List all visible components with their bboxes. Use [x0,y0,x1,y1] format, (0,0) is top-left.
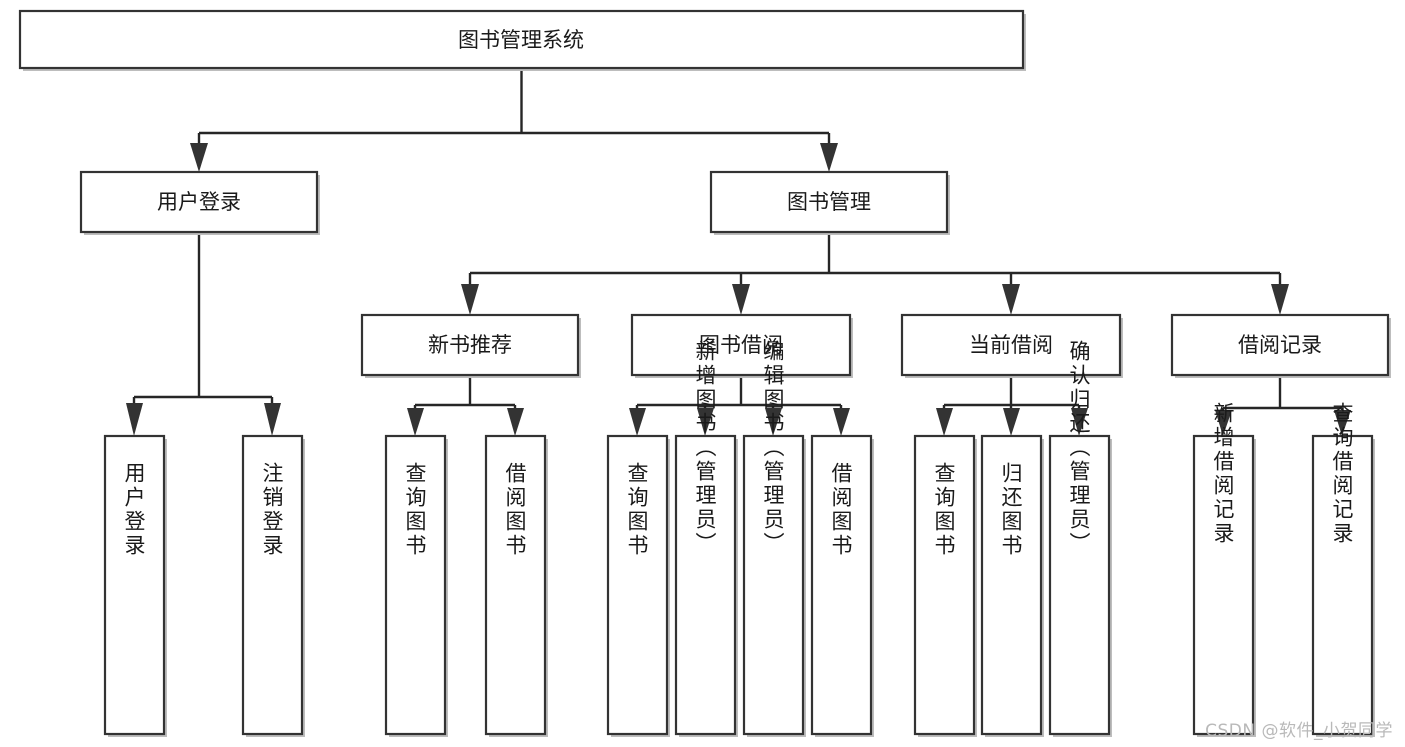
watermark-label: CSDN @软件_小贺同学 [1205,721,1393,741]
arrow-head-book-manage [820,143,838,172]
node-book-manage-label: 图书管理 [787,190,871,214]
arrow-head-leaf-query-book-borrow [629,408,646,436]
node-leaf-borrow-book-box [810,434,873,736]
node-root-box [18,9,1025,70]
node-leaf-add-record[interactable]: 新增借阅记录 [1192,402,1256,737]
node-leaf-logout[interactable]: 注销登录 [241,434,305,737]
node-leaf-add-book[interactable]: 新增图书（管理员） [674,340,738,737]
node-leaf-borrow-book-rec[interactable]: 借阅图书 [484,434,548,737]
connector-group-current-borrow-to-leaves [936,375,1088,436]
arrow-head-user-login [190,143,208,172]
node-leaf-borrow-book-rec-label: 借阅图书 [503,462,527,558]
arrow-head-leaf-confirm-return [1071,408,1088,436]
arrow-head-leaf-edit-book [765,408,782,436]
node-new-book-recommend-box [360,313,580,377]
arrow-head-leaf-user-login [126,403,143,436]
arrow-head-leaf-borrow-book-rec [507,408,524,436]
node-leaf-borrow-book-rec-box [484,434,547,736]
node-leaf-borrow-book[interactable]: 借阅图书 [810,434,874,737]
connector-group-root-to-level2 [190,68,838,172]
node-new-book-recommend-label: 新书推荐 [428,333,512,357]
node-leaf-add-book-box [674,434,737,736]
node-user-login-box [79,170,319,234]
arrow-head-leaf-add-record [1215,410,1232,436]
node-leaf-query-book-cur-box [913,434,976,736]
node-leaf-query-record-box [1311,434,1374,736]
node-leaf-user-login[interactable]: 用户登录 [103,434,167,737]
node-borrow-record-label: 借阅记录 [1238,333,1322,357]
node-leaf-return-book[interactable]: 归还图书 [980,434,1044,737]
node-root[interactable]: 图书管理系统 [18,9,1026,71]
arrow-head-leaf-return-book [1003,408,1020,436]
node-current-borrow[interactable]: 当前借阅 [900,313,1123,378]
node-book-manage[interactable]: 图书管理 [709,170,950,235]
arrow-head-book-borrow [732,284,750,315]
node-user-login[interactable]: 用户登录 [79,170,320,235]
node-new-book-recommend[interactable]: 新书推荐 [360,313,581,378]
arrow-head-leaf-borrow-book [833,408,850,436]
node-leaf-add-record-label: 新增借阅记录 [1211,402,1235,546]
node-leaf-edit-book-box [742,434,805,736]
node-book-manage-box [709,170,949,234]
node-leaf-confirm-return-label: 确认归还（管理员） [1067,340,1091,556]
node-leaf-edit-book[interactable]: 编辑图书（管理员） [742,340,806,737]
node-leaf-return-book-box [980,434,1043,736]
node-leaf-query-record-label: 查询借阅记录 [1330,402,1354,546]
node-leaf-query-book-rec-box [384,434,447,736]
arrow-head-leaf-query-book-rec [407,408,424,436]
node-leaf-add-book-label: 新增图书（管理员） [693,340,717,556]
node-current-borrow-label: 当前借阅 [969,333,1053,357]
node-borrow-record-box [1170,313,1390,377]
node-leaf-query-record[interactable]: 查询借阅记录 [1311,402,1375,737]
node-borrow-record[interactable]: 借阅记录 [1170,313,1391,378]
node-leaf-edit-book-label: 编辑图书（管理员） [761,340,785,556]
arrow-head-current-borrow [1002,284,1020,315]
connector-group-book-borrow-to-leaves [629,375,850,436]
node-leaf-logout-label: 注销登录 [260,462,284,558]
node-book-borrow-label: 图书借阅 [699,333,783,357]
node-book-borrow[interactable]: 图书借阅 [630,313,853,378]
node-leaf-query-book-cur[interactable]: 查询图书 [913,434,977,737]
node-leaf-add-record-box [1192,434,1255,736]
node-root-label: 图书管理系统 [458,28,584,52]
node-leaf-borrow-book-label: 借阅图书 [829,462,853,558]
node-leaf-return-book-label: 归还图书 [999,462,1023,558]
node-leaf-confirm-return-box [1048,434,1111,736]
node-leaf-confirm-return[interactable]: 确认归还（管理员） [1048,340,1112,737]
connector-group-book-manage-to-level3 [461,232,1289,315]
node-leaf-user-login-label: 用户登录 [122,462,146,558]
node-book-borrow-box [630,313,852,377]
arrow-head-leaf-logout [264,403,281,436]
node-user-login-label: 用户登录 [157,190,241,214]
connector-group-user-login-to-leaves [126,232,281,436]
arrow-head-borrow-record [1271,284,1289,315]
connector-group-new-book-recommend-to-leaves [407,375,524,436]
node-leaf-query-book-rec-label: 查询图书 [403,462,427,558]
arrow-head-leaf-query-book-cur [936,408,953,436]
connector-group-borrow-record-to-leaves [1215,375,1351,436]
arrow-head-new-book-recommend [461,284,479,315]
node-leaf-query-book-rec[interactable]: 查询图书 [384,434,448,737]
arrow-head-leaf-add-book [697,408,714,436]
arrow-head-leaf-query-record [1334,410,1351,436]
node-leaf-query-book-borrow-box [606,434,669,736]
node-current-borrow-box [900,313,1122,377]
node-leaf-query-book-cur-label: 查询图书 [932,462,956,558]
node-leaf-query-book-borrow-label: 查询图书 [625,462,649,558]
node-leaf-logout-box [241,434,304,736]
node-leaf-user-login-box [103,434,166,736]
node-leaf-query-book-borrow[interactable]: 查询图书 [606,434,670,737]
